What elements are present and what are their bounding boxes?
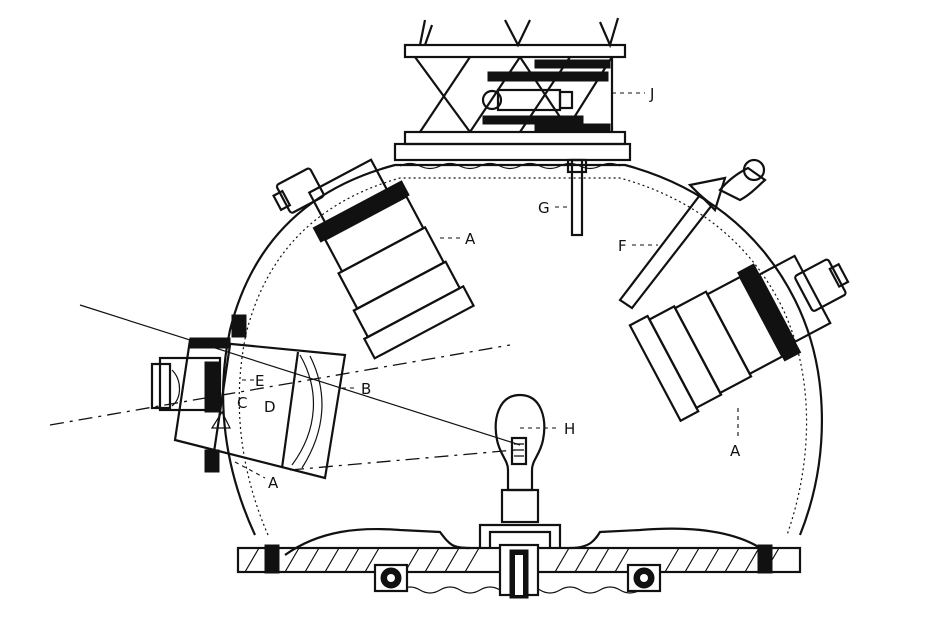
top-frame-j: [393, 17, 632, 170]
label-g: G: [538, 199, 550, 217]
housing-shell: [222, 163, 823, 536]
label-b: B: [361, 380, 371, 398]
projector-right: [628, 254, 850, 423]
base-bearings: [264, 543, 773, 599]
label-a-left: A: [268, 474, 279, 492]
labels: J G F A B E C D H A A: [237, 85, 741, 492]
lamp-h: [478, 393, 562, 548]
label-f: F: [618, 237, 627, 255]
projector-left: [150, 314, 347, 480]
label-d: D: [264, 398, 276, 416]
light-rays: [49, 304, 521, 471]
label-e: E: [255, 372, 264, 390]
projector-upper-left: [272, 158, 476, 360]
label-a-right: A: [730, 442, 741, 460]
pointer-f: [618, 158, 767, 310]
label-c: C: [237, 394, 247, 412]
label-h: H: [564, 420, 575, 438]
rod-g: [566, 158, 588, 237]
label-j: J: [649, 85, 654, 103]
label-leaders: [234, 92, 739, 479]
label-a-upper: A: [465, 230, 476, 248]
